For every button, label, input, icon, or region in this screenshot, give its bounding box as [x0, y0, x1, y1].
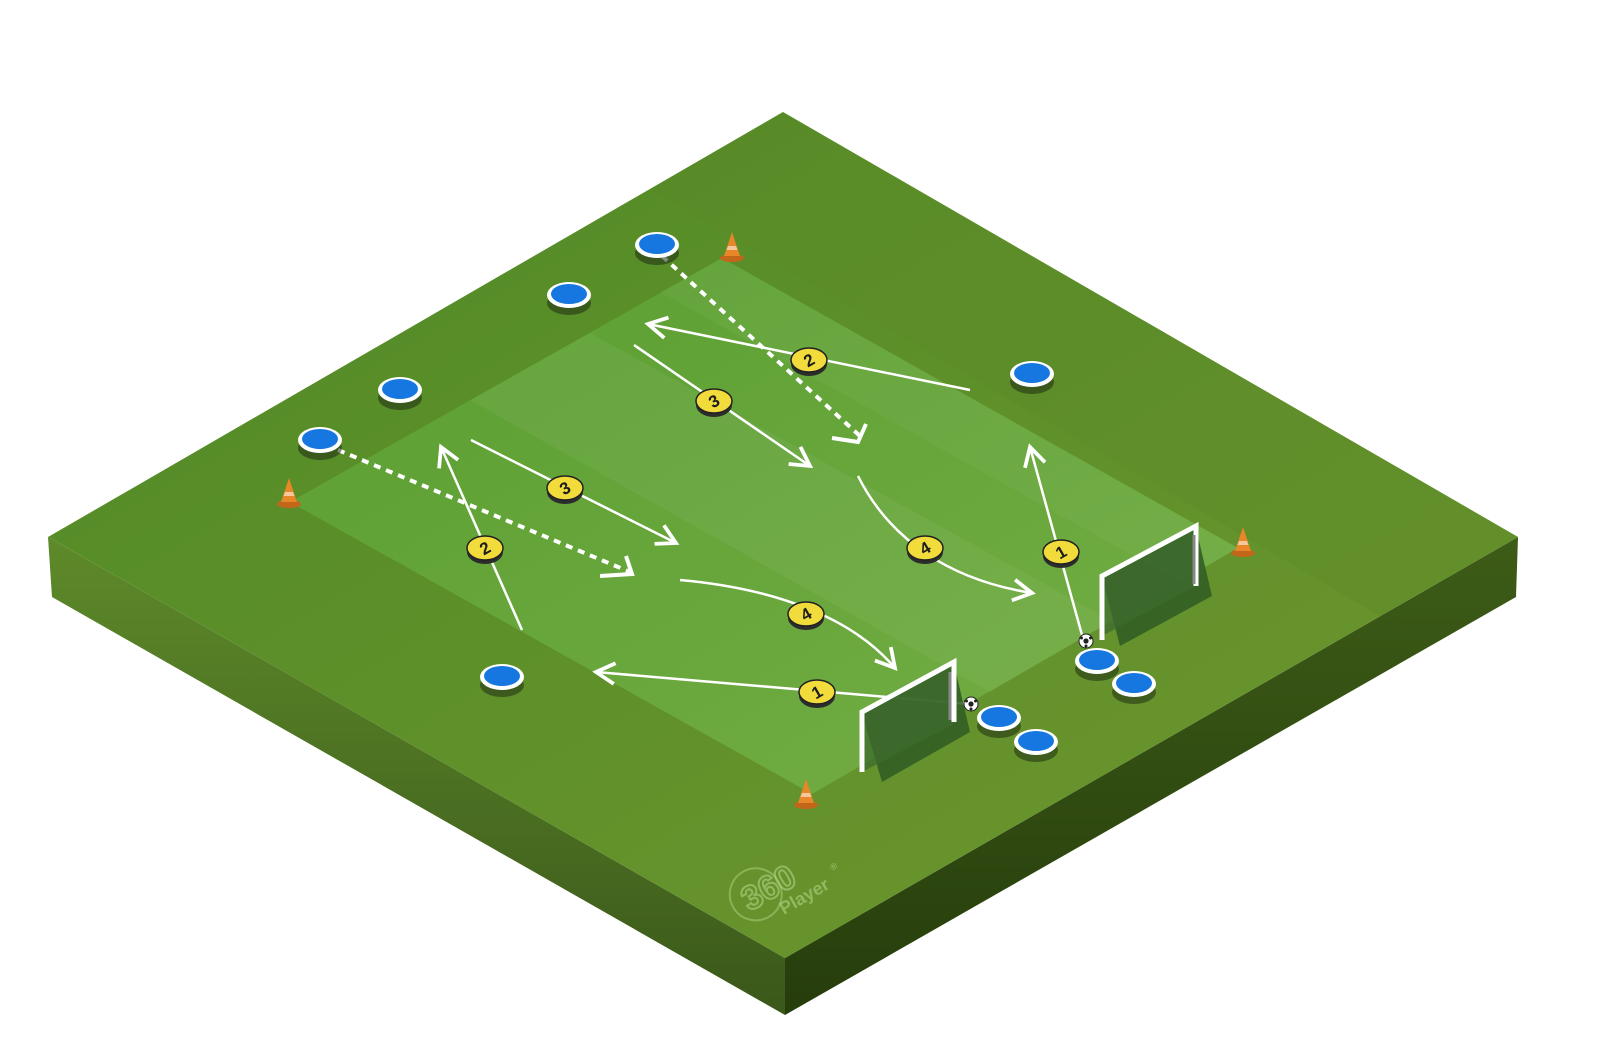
- pitch-side-left: [48, 537, 785, 1015]
- cone: [794, 779, 818, 809]
- pitch-side-right: [785, 537, 1518, 1015]
- ball: [1078, 633, 1094, 649]
- step-badge-2-left: 2: [466, 535, 504, 564]
- step-badge-3-top: 3: [695, 388, 733, 417]
- player-disc: [298, 427, 342, 460]
- cone: [1231, 527, 1255, 557]
- step-badge-3-left: 3: [546, 475, 584, 504]
- pitch-shade-band: [650, 112, 1518, 616]
- player-disc: [1014, 729, 1058, 762]
- logo-mark: ®: [828, 861, 839, 873]
- player-disc: [1075, 648, 1119, 681]
- playing-area: [290, 258, 1238, 794]
- cone: [277, 478, 301, 508]
- logo-ring: [728, 867, 783, 922]
- cone: [720, 232, 744, 262]
- dribble-path-left: [337, 448, 631, 574]
- player-disc: [1010, 361, 1054, 394]
- pitch-stripe: [660, 258, 1238, 582]
- goal-right: [1099, 521, 1212, 646]
- player-disc: [977, 705, 1021, 738]
- step-badge-4-left: 4: [787, 601, 825, 630]
- pitch-stripe: [470, 333, 1112, 692]
- player-disc: [1112, 671, 1156, 704]
- dribble-arrowhead-top: [831, 423, 868, 445]
- player-disc: [480, 664, 524, 697]
- step-badge-2-top: 2: [790, 347, 828, 376]
- player-disc: [635, 232, 679, 265]
- player-disc: [547, 282, 591, 315]
- goal-left: [859, 657, 970, 782]
- step-badge-4-right: 4: [906, 535, 944, 564]
- player-disc: [378, 377, 422, 410]
- step-badge-1-left: 1: [798, 679, 836, 708]
- step-badge-1-right: 1: [1042, 539, 1080, 568]
- players: [298, 232, 1156, 762]
- ball: [963, 696, 979, 712]
- dribble-arrowhead-left: [599, 555, 635, 578]
